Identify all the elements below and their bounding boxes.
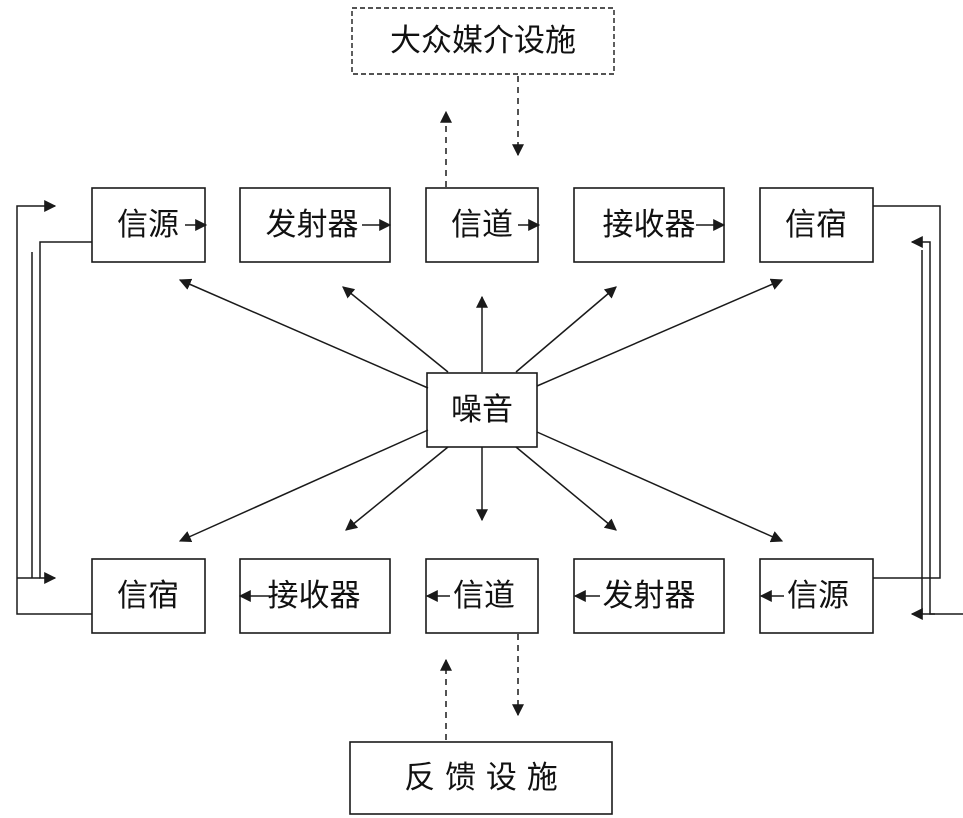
noise-arrow-bottom-source — [536, 431, 784, 543]
top-destination-label: 信宿 — [785, 207, 847, 243]
noise-arrow-top-destination — [536, 278, 784, 387]
top-channel-label: 信道 — [451, 207, 513, 243]
noise-arrow-top-receiver — [515, 286, 617, 373]
noise-arrow-bottom-receiver — [345, 446, 449, 531]
top-destination-box: 信宿 — [759, 187, 874, 263]
noise-label: 噪音 — [451, 392, 513, 428]
top-receiver-box: 接收器 — [573, 187, 725, 263]
bottom-source-label: 信源 — [787, 578, 849, 614]
noise-box: 噪音 — [426, 372, 538, 448]
bottom-channel-label: 信道 — [453, 578, 515, 614]
noise-arrow-bottom-transmitter — [515, 446, 617, 531]
loop-left-outer — [16, 200, 92, 615]
bottom-transmitter-label: 发射器 — [603, 578, 696, 614]
loop-right-inner — [910, 236, 963, 615]
noise-arrow-bottom-destination — [178, 429, 429, 543]
top-transmitter-label: 发射器 — [266, 207, 359, 243]
loop-right-outer — [873, 205, 941, 579]
loop-left-inner-a — [39, 241, 92, 584]
media-facility-label: 大众媒介设施 — [390, 23, 576, 59]
feedback-facility-label: 反 馈 设 施 — [404, 760, 558, 796]
bottom-receiver-label: 接收器 — [268, 578, 361, 614]
bottom-destination-label: 信宿 — [117, 578, 179, 614]
top-source-label: 信源 — [117, 207, 179, 243]
noise-arrow-top-source — [178, 278, 429, 389]
bottom-destination-box: 信宿 — [91, 558, 206, 634]
noise-arrow-top-transmitter — [342, 286, 449, 373]
media-facility-box: 大众媒介设施 — [351, 7, 615, 75]
top-receiver-label: 接收器 — [603, 207, 696, 243]
feedback-facility-box: 反 馈 设 施 — [349, 741, 613, 815]
